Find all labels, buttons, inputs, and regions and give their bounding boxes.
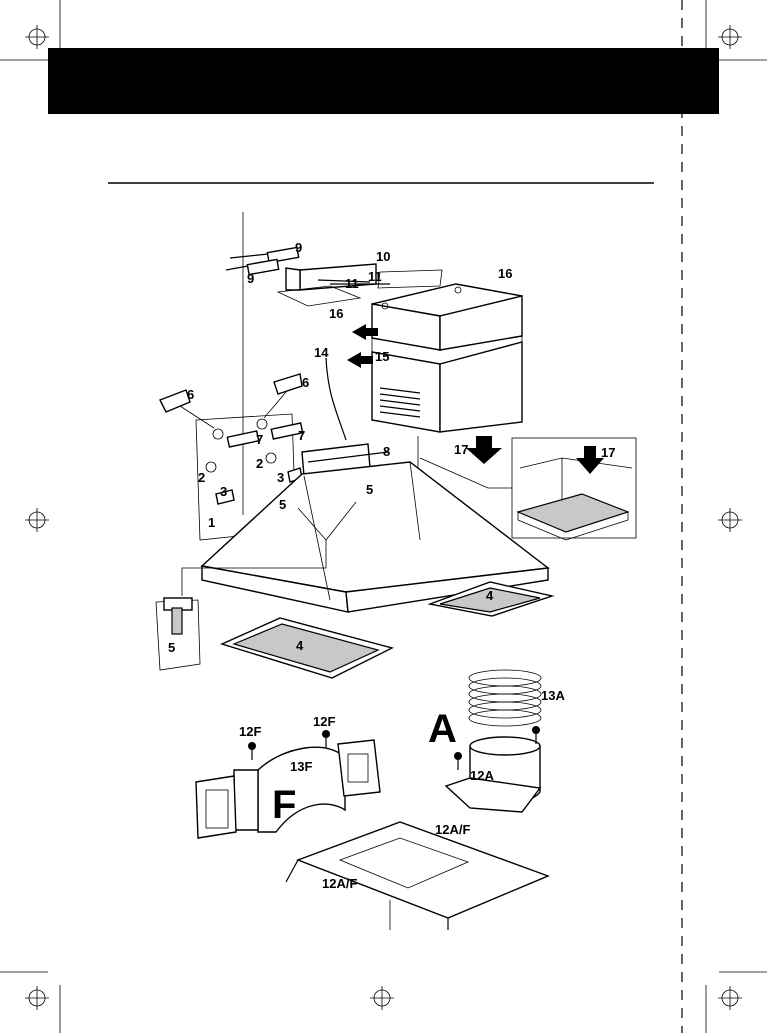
callout-label: 12A: [470, 768, 494, 783]
grease-filter: [220, 581, 555, 679]
callout-label: 13A: [541, 688, 565, 703]
fixing-clip: [159, 373, 303, 429]
leader-line: [181, 540, 327, 596]
callout-label: 4: [486, 588, 494, 603]
vent-grille: [379, 387, 421, 418]
callout-label: 16: [329, 306, 343, 321]
callout-label: 11: [368, 269, 382, 284]
bracket: [215, 467, 303, 505]
screw-upper: [317, 279, 390, 285]
cabinet-top: [285, 821, 550, 930]
callout-label: 5: [168, 640, 175, 655]
flexible-duct: [468, 669, 542, 727]
callout-label: 15: [375, 349, 389, 364]
leader-line: [419, 457, 512, 489]
callout-label: 2: [198, 470, 205, 485]
callout-label: 12F: [239, 724, 261, 739]
detail-inset: [511, 437, 637, 541]
callout-label: 12A/F: [322, 876, 357, 891]
callout-label: 3: [277, 470, 284, 485]
callout-label: 1: [208, 515, 215, 530]
arrow-icon: [347, 324, 378, 368]
callout-label: 4: [296, 638, 304, 653]
wall-plug-upper: [225, 246, 300, 276]
callout-label: 12A/F: [435, 822, 470, 837]
callout-label: 10: [376, 249, 390, 264]
callout-label: 8: [383, 444, 390, 459]
power-cable: [325, 357, 347, 441]
callout-label: 17: [601, 445, 615, 460]
chimney-casing: [371, 283, 523, 433]
callout-label: 3: [220, 484, 227, 499]
callout-label: 7: [256, 432, 263, 447]
callout-label: 2: [256, 456, 263, 471]
callout-label: 5: [279, 497, 286, 512]
callout-label: 9: [295, 240, 302, 255]
callout-label: 14: [314, 345, 329, 360]
duct-adapter: [444, 736, 542, 813]
registration-target: [25, 25, 742, 1010]
screw-icon: [248, 730, 330, 760]
callout-label: 11: [345, 276, 359, 291]
hood-body: [200, 443, 550, 613]
callout-label: 13F: [290, 759, 312, 774]
callout-label: 9: [247, 271, 254, 286]
arrow-icon: [466, 436, 502, 464]
callout-label: 17: [454, 442, 468, 457]
screw-icon: [454, 726, 540, 770]
deflector: [195, 739, 381, 839]
callout-label: 7: [298, 428, 305, 443]
wall-plug: [226, 422, 304, 448]
callout-label: 6: [302, 375, 309, 390]
callout-label: 6: [187, 387, 194, 402]
filter-clip-detail: [155, 597, 201, 671]
callout-label: 12F: [313, 714, 335, 729]
kit-letter-a: A: [428, 707, 457, 751]
callout-label: 5: [366, 482, 373, 497]
kit-letter-f: F: [272, 783, 296, 827]
header-banner: [48, 48, 719, 114]
callout-label: 16: [498, 266, 512, 281]
